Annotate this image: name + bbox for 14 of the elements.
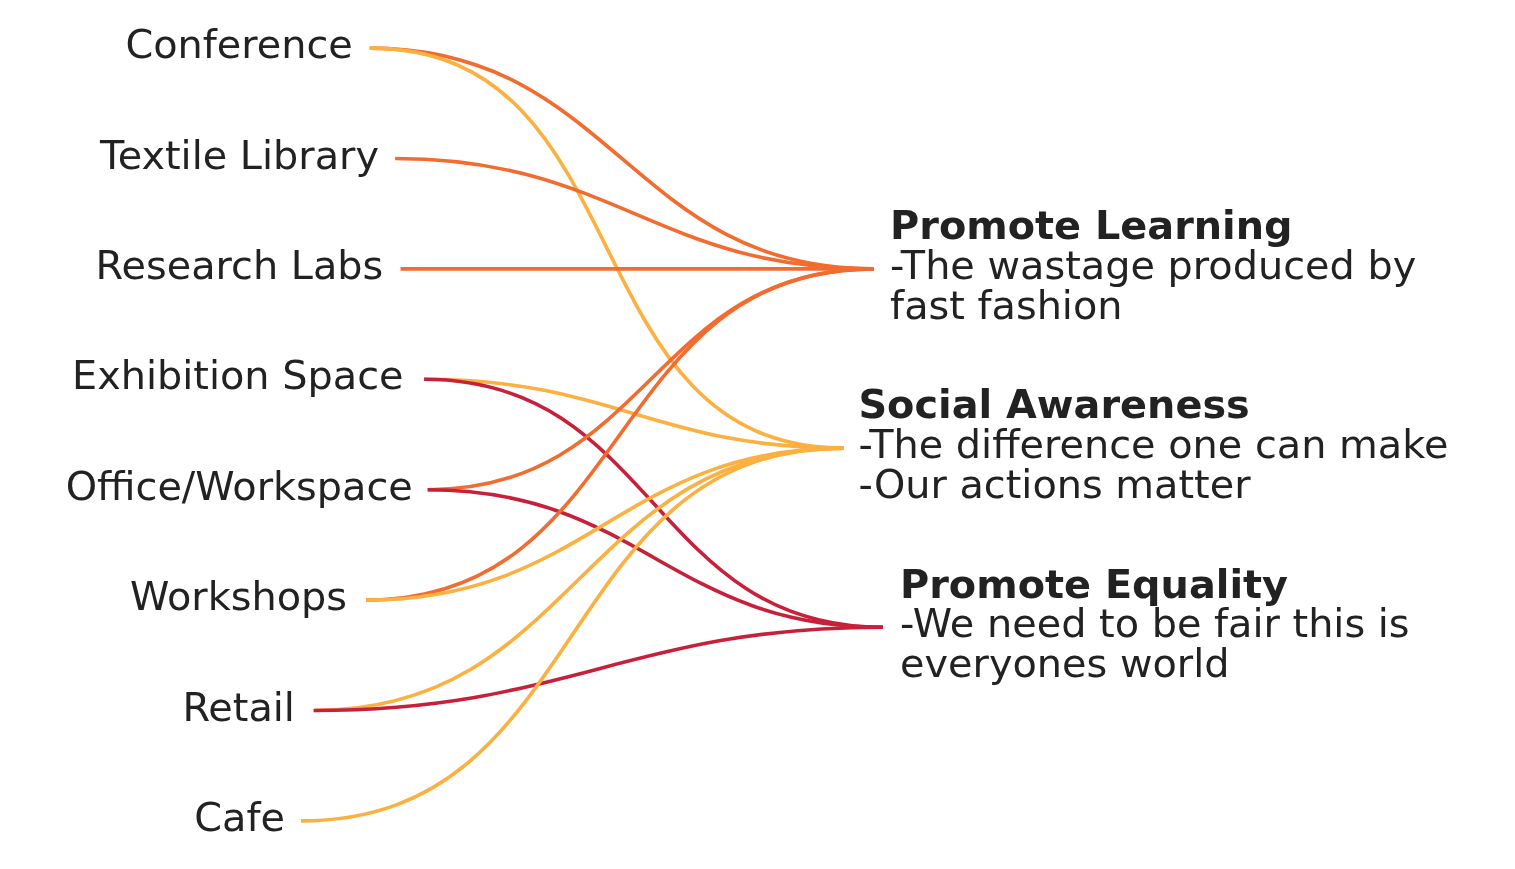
node-text: Social Awareness -The difference one can make -Our actions matter — [857, 381, 1448, 508]
node-text: Promote Equality -We need to be fair this is everyones world — [899, 560, 1410, 687]
node-text: Cafe — [193, 794, 285, 841]
node-text: Office/Workspace — [65, 462, 413, 509]
node-text: Workshops — [129, 573, 347, 620]
node-text: Research Labs — [95, 242, 383, 289]
connector — [365, 267, 874, 602]
connector — [300, 446, 844, 823]
node-text: Textile Library — [99, 131, 379, 178]
node-text: Conference — [124, 21, 353, 68]
node-text: Retail — [181, 683, 295, 730]
connector — [313, 625, 883, 713]
node-text: Promote Learning -The wastage produced by fast fashion — [889, 202, 1416, 328]
node-text: Exhibition Space — [71, 352, 404, 399]
